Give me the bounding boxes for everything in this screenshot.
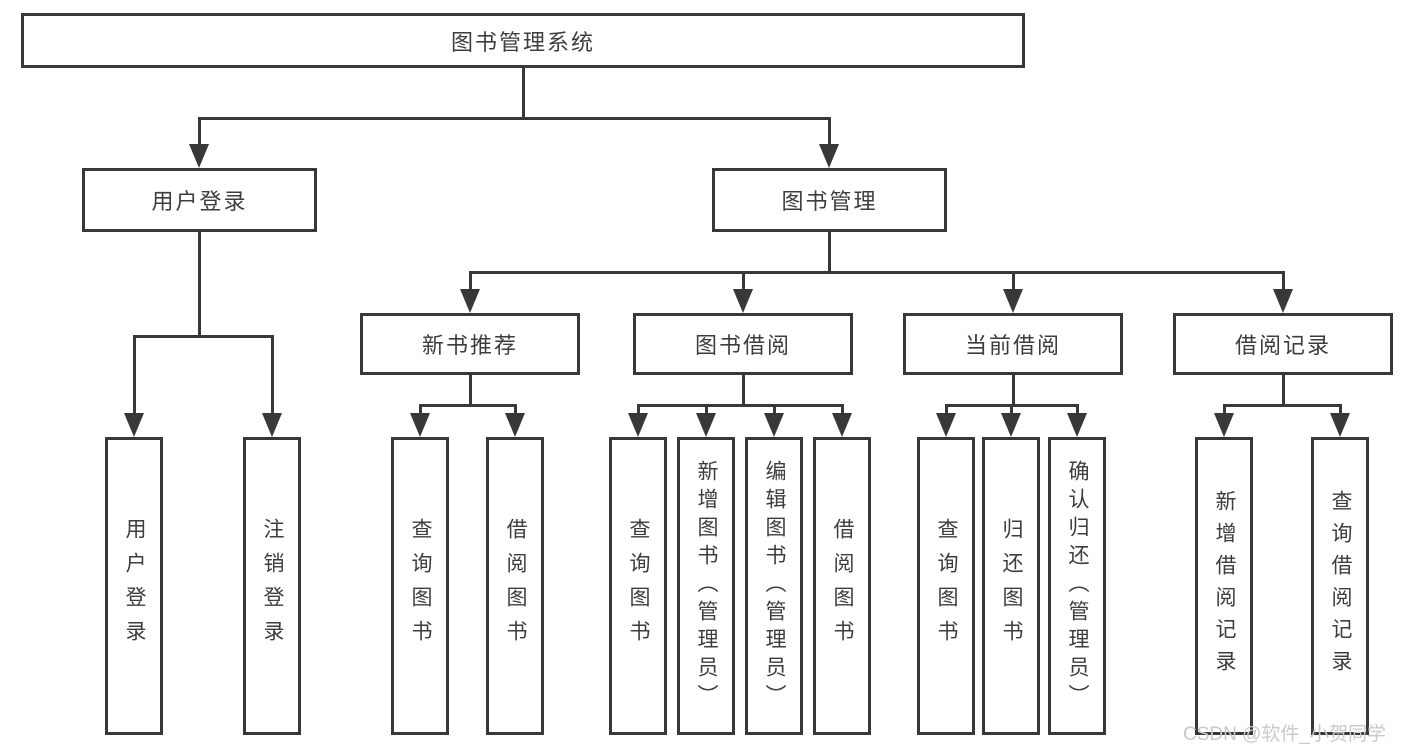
node-leaf-add-borrow-record: 新增借阅记录 [1195,437,1253,735]
node-label: 用户登录 [123,518,146,654]
node-label: 图书借阅 [694,333,791,358]
node-current-borrowing: 当前借阅 [903,313,1123,375]
connector-line [1012,271,1015,293]
connector-line [773,404,776,416]
connector-line [1282,271,1285,293]
arrowhead-icon [1273,289,1293,313]
connector-line [419,404,516,407]
arrowhead-icon [124,413,144,437]
connector-line [828,117,831,147]
arrowhead-icon [1001,413,1021,437]
connector-line [469,271,1284,274]
connector-line [419,404,422,416]
node-label: 注销登录 [261,518,284,654]
node-leaf-return-book: 归还图书 [982,437,1040,735]
node-label: 借阅图书 [831,518,854,654]
node-borrowing-records: 借阅记录 [1173,313,1393,375]
connector-line [1339,404,1342,416]
connector-line [1012,375,1015,407]
node-label: 查询图书 [935,518,958,654]
arrowhead-icon [505,413,525,437]
node-label: 归还图书 [1000,518,1023,654]
node-label: 新书推荐 [421,333,518,358]
connector-line [637,404,843,407]
node-label: 当前借阅 [964,333,1061,358]
node-label: 借阅记录 [1234,333,1331,358]
connector-line [945,404,948,416]
arrowhead-icon [1214,413,1234,437]
connector-line [198,232,201,338]
node-label: 图书管理 [781,189,878,214]
node-leaf-confirm-return-admin: 确认归还（管理员） [1048,437,1106,735]
connector-line [705,404,708,416]
node-leaf-add-book-admin: 新增图书（管理员） [677,437,735,735]
connector-line [469,271,472,293]
node-leaf-user-login: 用户登录 [105,437,163,735]
connector-line [637,404,640,416]
node-label: 新增图书（管理员） [695,460,718,712]
arrowhead-icon [1330,413,1350,437]
node-leaf-query-borrow-record: 查询借阅记录 [1311,437,1369,735]
connector-line [1010,404,1013,416]
arrowhead-icon [696,413,716,437]
connector-line [1076,404,1079,416]
arrowhead-icon [764,413,784,437]
arrowhead-icon [733,289,753,313]
connector-line [522,68,525,120]
arrowhead-icon [832,413,852,437]
connector-line [469,375,472,407]
arrowhead-icon [819,144,839,168]
arrowhead-icon [262,413,282,437]
arrowhead-icon [628,413,648,437]
node-leaf-borrow-book-recommend: 借阅图书 [486,437,544,735]
node-label: 确认归还（管理员） [1066,460,1089,712]
connector-line [1223,404,1341,407]
connector-line [271,335,274,415]
node-leaf-borrow-book: 借阅图书 [813,437,871,735]
node-book-borrowing: 图书借阅 [633,313,853,375]
node-new-book-recommend: 新书推荐 [360,313,580,375]
node-label: 借阅图书 [504,518,527,654]
arrowhead-icon [410,413,430,437]
node-label: 用户登录 [151,189,248,214]
arrowhead-icon [1003,289,1023,313]
node-leaf-query-book-current: 查询图书 [917,437,975,735]
connector-line [198,117,201,147]
arrowhead-icon [189,144,209,168]
connector-line [742,375,745,407]
node-label: 查询图书 [627,518,650,654]
connector-line [514,404,517,416]
node-label: 查询图书 [409,518,432,654]
node-label: 编辑图书（管理员） [763,460,786,712]
connector-line [133,335,273,338]
node-label: 查询借阅记录 [1329,490,1352,682]
connector-line [1282,375,1285,407]
connector-line [841,404,844,416]
csdn-watermark: CSDN @软件_小贺同学 [1183,724,1386,745]
arrowhead-icon [936,413,956,437]
connector-line [742,271,745,293]
node-leaf-query-book-borrowing: 查询图书 [609,437,667,735]
node-user-login: 用户登录 [82,168,317,232]
node-library-management-system: 图书管理系统 [21,13,1025,68]
node-label: 新增借阅记录 [1213,490,1236,682]
connector-line [133,335,136,415]
node-leaf-query-book-recommend: 查询图书 [391,437,449,735]
node-label: 图书管理系统 [450,29,595,55]
connector-line [1223,404,1226,416]
connector-line [828,232,831,274]
connector-line [198,117,830,120]
arrowhead-icon [1067,413,1087,437]
node-book-management: 图书管理 [712,168,947,232]
node-leaf-edit-book-admin: 编辑图书（管理员） [745,437,803,735]
arrowhead-icon [460,289,480,313]
node-leaf-logout: 注销登录 [243,437,301,735]
